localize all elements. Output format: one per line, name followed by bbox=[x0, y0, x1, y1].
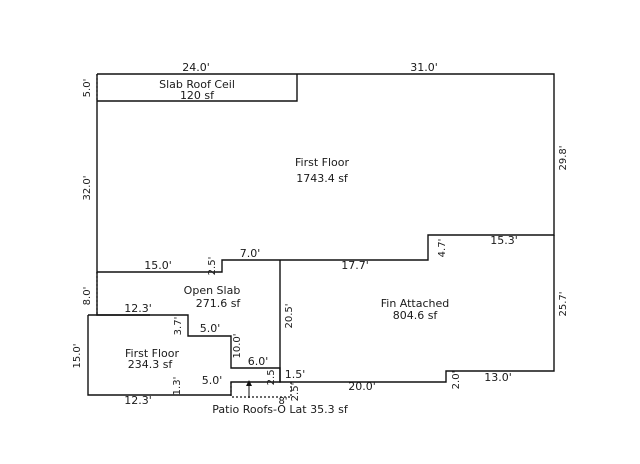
open-slab-area: 271.6 sf bbox=[196, 297, 242, 310]
walls bbox=[87, 73, 555, 396]
dim-step-a: 2.5' bbox=[207, 257, 218, 276]
dim-notch-h: 15.3' bbox=[490, 234, 518, 247]
dim-patio-v: 2.5' bbox=[266, 367, 277, 386]
patio-label: Patio Roofs-O Lat 35.3 sf bbox=[212, 403, 349, 416]
dim-slab-side: 8.0' bbox=[82, 287, 93, 306]
small-floor-outline bbox=[87, 314, 281, 396]
main-outline bbox=[96, 73, 555, 273]
dim-small-bottom: 12.3' bbox=[124, 394, 152, 407]
dim-fin-right: 25.7' bbox=[558, 291, 569, 316]
dim-slab-left: 5.0' bbox=[82, 79, 93, 98]
dim-notch-v: 4.7' bbox=[437, 239, 448, 258]
dim-small-step-h: 5.0' bbox=[200, 322, 221, 335]
dim-top-right: 31.0' bbox=[410, 61, 438, 74]
dim-step-top: 7.0' bbox=[240, 247, 261, 260]
dim-patio-gap: 1.5' bbox=[285, 368, 306, 381]
dim-patio-h: 8' bbox=[278, 396, 287, 407]
dim-small-top: 12.3' bbox=[124, 302, 152, 315]
fin-attached-outline bbox=[279, 235, 555, 383]
dim-top-left: 24.0' bbox=[182, 61, 210, 74]
dim-mid-left: 15.0' bbox=[144, 259, 172, 272]
dim-small-bottom-h: 5.0' bbox=[202, 374, 223, 387]
dim-open-inner-h: 6.0' bbox=[248, 355, 269, 368]
dim-small-left: 15.0' bbox=[72, 343, 83, 368]
first-floor-main-name: First Floor bbox=[295, 156, 349, 169]
fin-attached-area: 804.6 sf bbox=[393, 309, 439, 322]
dim-open-inner-v: 10.0' bbox=[232, 333, 243, 358]
patio-dashed bbox=[230, 382, 292, 398]
dim-small-step-v: 3.7' bbox=[173, 317, 184, 336]
fin-attached-name: Fin Attached bbox=[381, 297, 450, 310]
dim-fin-top: 17.7' bbox=[341, 259, 369, 272]
dim-bottom-right: 13.0' bbox=[484, 371, 512, 384]
dashed-lines bbox=[96, 74, 292, 398]
patio-arrow bbox=[246, 380, 252, 398]
dim-patio-small: 2.5' bbox=[290, 383, 301, 402]
slab-roof-outline bbox=[97, 74, 298, 102]
dim-main-left: 32.0' bbox=[82, 175, 93, 200]
dim-small-bottom-v: 1.3' bbox=[172, 377, 183, 396]
first-floor-main-area: 1743.4 sf bbox=[296, 172, 349, 185]
dim-bottom-mid: 20.0' bbox=[348, 380, 376, 393]
dim-main-right: 29.8' bbox=[558, 145, 569, 170]
dim-fin-left: 20.5' bbox=[284, 303, 295, 328]
open-slab-name: Open Slab bbox=[184, 284, 241, 297]
slab-roof-area: 120 sf bbox=[180, 89, 215, 102]
slab-roof-name: Slab Roof Ceil bbox=[159, 78, 235, 91]
dim-bottom-step: 2.0' bbox=[451, 371, 462, 390]
first-floor-small-name: First Floor bbox=[125, 347, 179, 360]
first-floor-small-area: 234.3 sf bbox=[128, 358, 174, 371]
